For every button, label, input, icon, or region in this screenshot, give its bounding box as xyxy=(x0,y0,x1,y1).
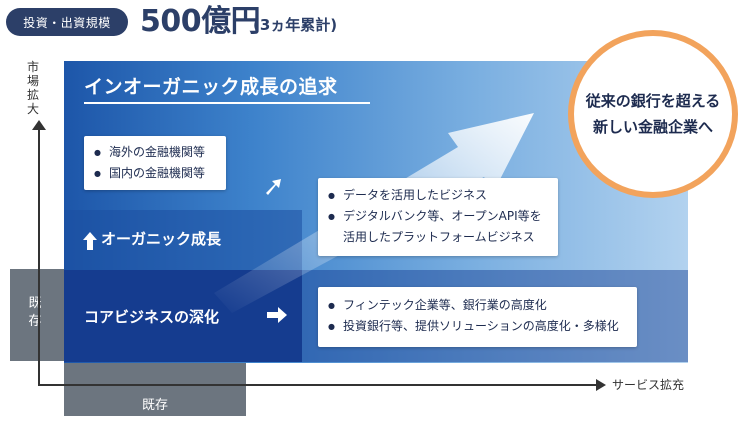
list-item: データを活用したビジネス xyxy=(328,185,548,206)
core-business-label: コアビジネスの深化 xyxy=(84,308,220,326)
existing-service-bar: 既存 xyxy=(64,362,246,416)
goal-circle: 従来の銀行を超える 新しい金融企業へ xyxy=(568,30,738,198)
y-axis-line xyxy=(38,124,40,386)
organic-growth-label: オーガニック成長 xyxy=(101,230,222,248)
y-axis-label: 市場拡大 xyxy=(26,60,39,116)
existing-service-label: 既存 xyxy=(141,398,168,413)
list-item: フィンテック企業等、銀行業の高度化 xyxy=(328,295,627,316)
organic-band xyxy=(64,210,302,270)
goal-line-2: 新しい金融企業へ xyxy=(592,118,713,136)
y-axis-arrow-icon xyxy=(32,120,46,130)
goal-line-1: 従来の銀行を超える xyxy=(585,92,721,110)
x-axis-label: サービス拡充 xyxy=(612,378,685,392)
amount-note: (3ヵ年累計) xyxy=(253,16,338,34)
list-item: 海外の金融機関等 xyxy=(94,142,216,163)
x-axis-line xyxy=(38,384,598,386)
x-axis-arrow-icon xyxy=(596,379,606,391)
diagonal-arrow-icon xyxy=(266,179,281,195)
organic-box: データを活用したビジネス デジタルバンク等、オープンAPI等を活用したプラットフ… xyxy=(318,178,558,256)
diagram-title: インオーガニック成長の追求 xyxy=(84,76,338,98)
up-arrow-icon xyxy=(83,232,97,250)
list-item: デジタルバンク等、オープンAPI等を活用したプラットフォームビジネス xyxy=(328,206,548,248)
inorganic-box: 海外の金融機関等 国内の金融機関等 xyxy=(84,136,226,190)
scale-badge: 投資・出資規模 xyxy=(6,8,128,36)
title-underline xyxy=(84,102,370,104)
core-box: フィンテック企業等、銀行業の高度化 投資銀行等、提供ソリューションの高度化・多様… xyxy=(318,287,637,347)
right-arrow-icon xyxy=(267,307,287,323)
list-item: 国内の金融機関等 xyxy=(94,163,216,184)
list-item: 投資銀行等、提供ソリューションの高度化・多様化 xyxy=(328,316,627,337)
investment-amount: 500億円 xyxy=(140,4,261,39)
existing-market-bar: 既存 xyxy=(10,269,64,361)
existing-market-label: 既存 xyxy=(28,296,42,329)
